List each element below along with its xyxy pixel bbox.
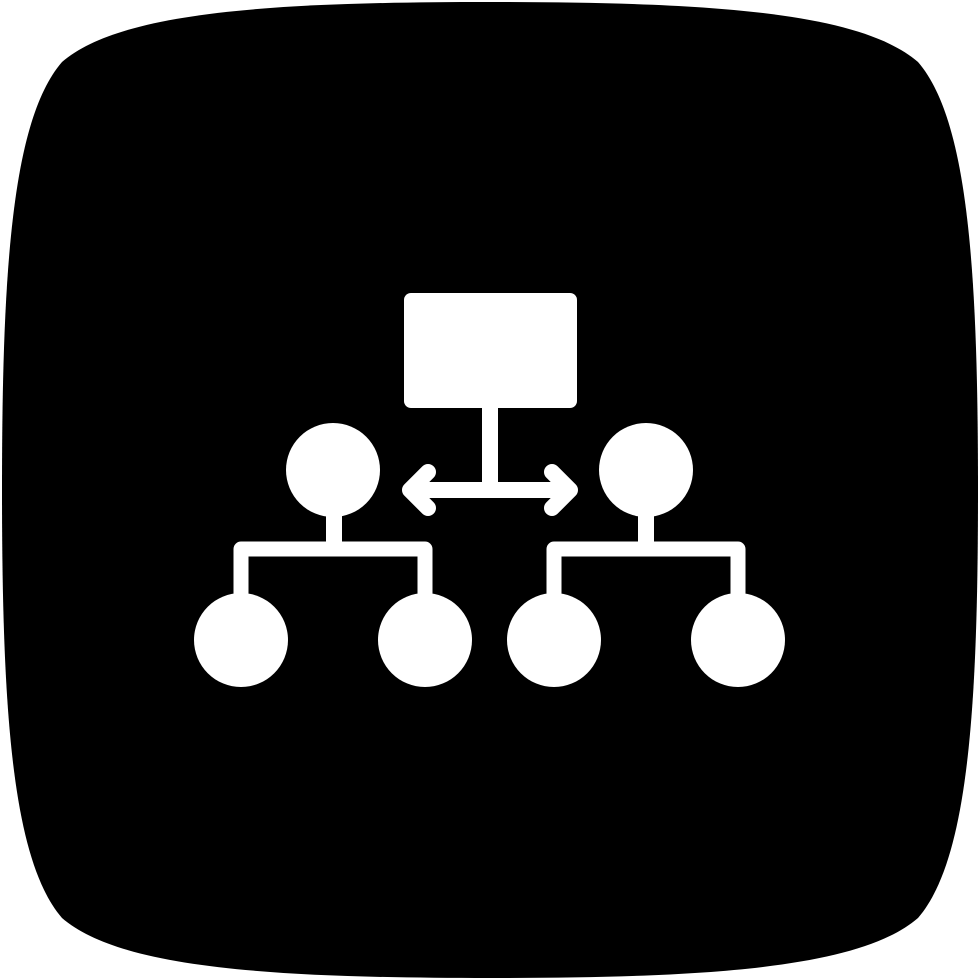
double-arrow-connector [402,464,578,516]
leaf-node-3 [507,593,601,687]
leaf-node-2 [378,593,472,687]
root-node-box [404,293,577,408]
root-stem-connector [482,406,498,490]
leaf-node-1 [194,593,288,687]
mid-left-node [286,423,380,517]
left-branch-bracket [233,541,433,608]
right-branch-bracket [546,541,746,608]
leaf-node-4 [691,593,785,687]
mid-right-node [599,423,693,517]
